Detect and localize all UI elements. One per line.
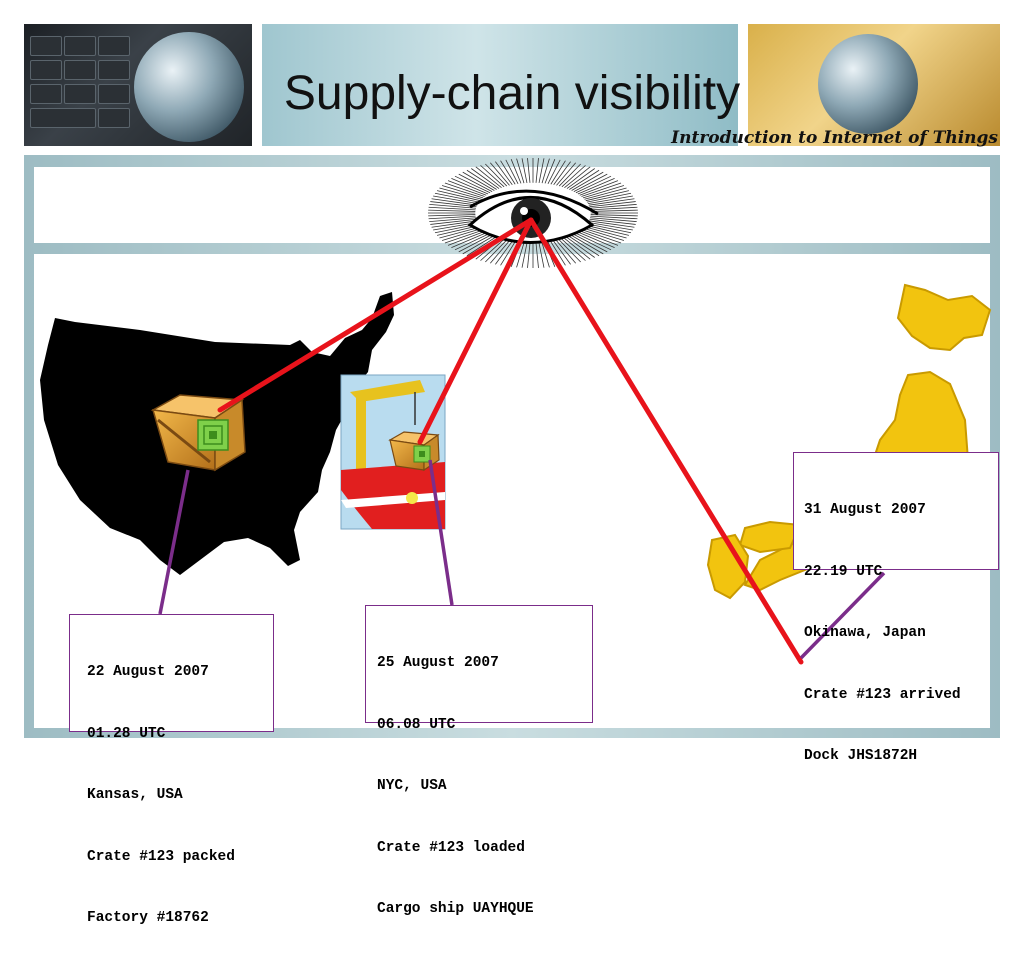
tracking-illustration bbox=[40, 158, 992, 665]
slide: Supply-chain visibility Introduction to … bbox=[24, 24, 1000, 926]
tracking-lines bbox=[217, 217, 804, 665]
event-location: NYC, USA bbox=[377, 778, 447, 794]
event-time: 01.28 UTC bbox=[87, 725, 166, 742]
event-status: Crate #123 loaded bbox=[377, 839, 525, 856]
event-status: Crate #123 packed bbox=[87, 848, 235, 865]
event-time: 22.19 UTC bbox=[804, 563, 883, 580]
slide-title: Supply-chain visibility bbox=[283, 67, 741, 120]
header-banner-image bbox=[262, 24, 738, 146]
eye-icon bbox=[428, 158, 638, 268]
connector-lines bbox=[158, 459, 886, 660]
event-box-kansas: 22 August 2007 01.28 UTC Kansas, USA Cra… bbox=[69, 614, 274, 926]
event-location: Okinawa, Japan bbox=[804, 625, 926, 641]
slide-subtitle: Introduction to Internet of Things bbox=[671, 128, 998, 148]
event-box-okinawa: 31 August 2007 22.19 UTC Okinawa, Japan … bbox=[793, 452, 999, 764]
event-time: 06.08 UTC bbox=[377, 716, 456, 733]
event-status: Crate #123 arrived bbox=[804, 686, 961, 703]
event-location: Kansas, USA bbox=[87, 787, 183, 803]
keyboard-globe-image bbox=[24, 24, 252, 146]
globe-laptop-image bbox=[748, 24, 1000, 146]
crate-icon bbox=[150, 394, 246, 472]
event-detail: Cargo ship UAYHQUE bbox=[377, 901, 534, 917]
globe-icon bbox=[818, 34, 918, 134]
event-detail: Dock JHS1872H bbox=[804, 748, 918, 764]
event-date: 31 August 2007 bbox=[804, 502, 926, 518]
globe-icon bbox=[134, 32, 244, 142]
event-box-nyc: 25 August 2007 06.08 UTC NYC, USA Crate … bbox=[365, 605, 593, 917]
event-date: 22 August 2007 bbox=[87, 664, 209, 680]
event-detail: Factory #18762 bbox=[87, 910, 209, 926]
event-date: 25 August 2007 bbox=[377, 655, 499, 671]
